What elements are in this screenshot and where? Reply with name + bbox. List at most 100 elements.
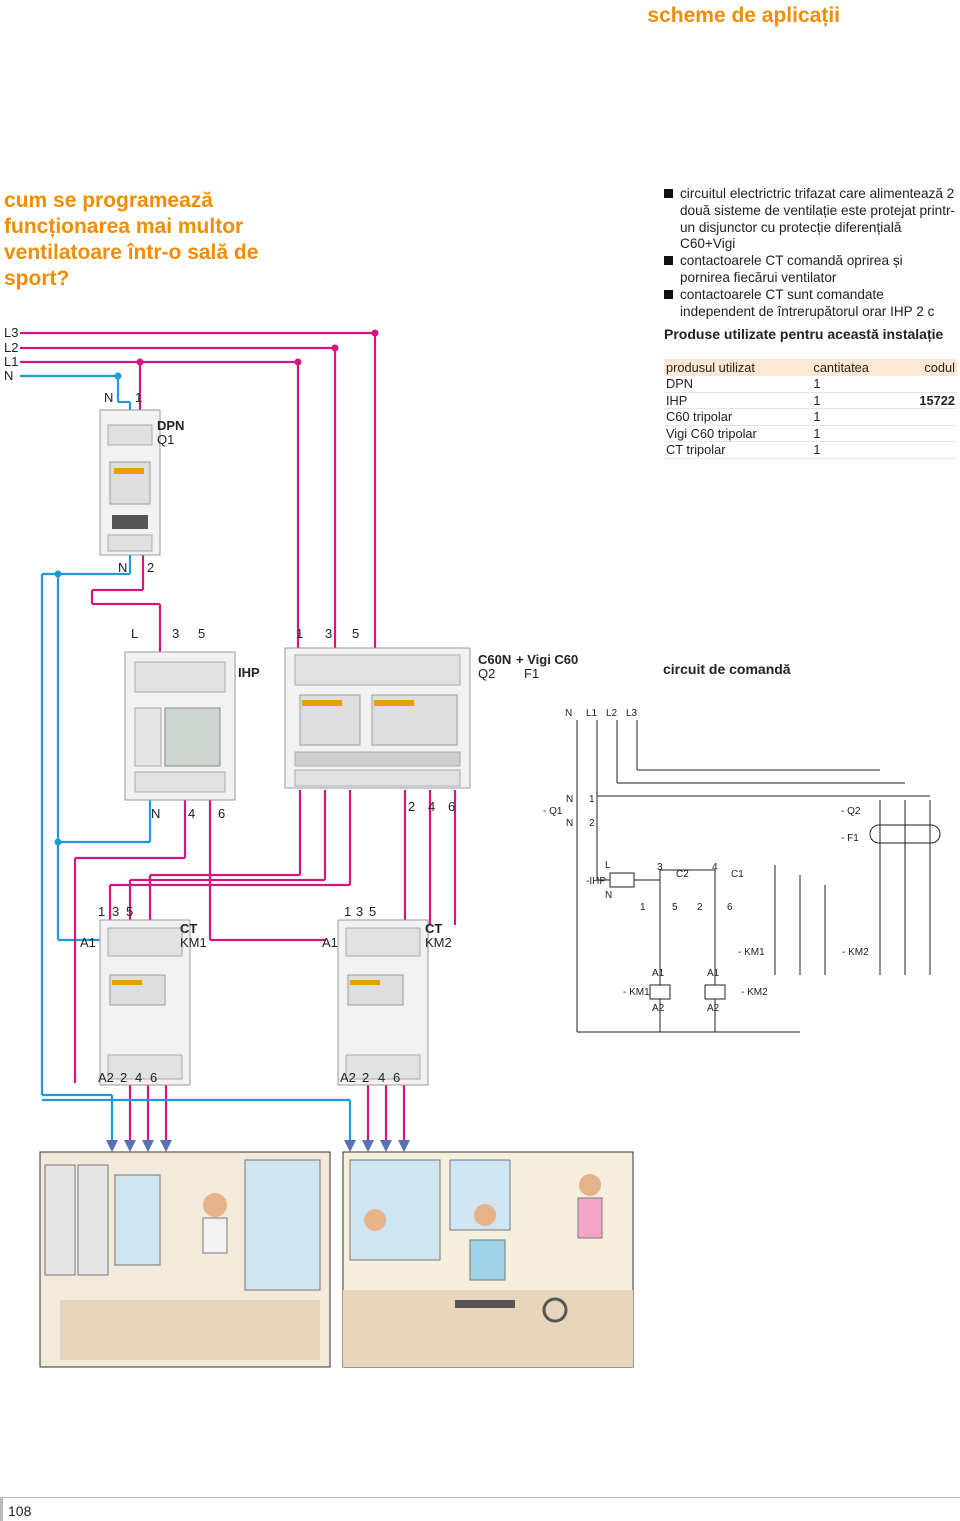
cc-km1: - KM1	[738, 947, 765, 958]
cc-l: L	[605, 860, 611, 871]
cc-km2: - KM2	[842, 947, 869, 958]
cc-km1-a2: A2	[652, 1003, 665, 1014]
description-list: circuitul electrictric trifazat care ali…	[664, 186, 956, 320]
cc-f1: - F1	[841, 833, 859, 844]
cc-ihp-4: 4	[712, 862, 718, 873]
cc-q1-2: 2	[589, 818, 595, 829]
ihp-in-5: 5	[198, 626, 206, 641]
cc-n: N	[605, 890, 613, 901]
c60-in-3: 3	[325, 626, 333, 641]
products-title: Produse utilizate pentru această instala…	[664, 326, 944, 342]
fan-arrows	[106, 1140, 410, 1152]
ct1-in-3: 3	[112, 904, 120, 919]
c60-in-1: 1	[296, 626, 304, 641]
c60-vigi-name: + Vigi C60	[516, 652, 579, 667]
dpn-in-1: 1	[135, 390, 143, 405]
ihp-name: IHP	[238, 665, 260, 680]
cc-bus-l2: L2	[606, 708, 618, 719]
bullet-square-icon	[664, 189, 673, 198]
page-number: 108	[8, 1503, 32, 1519]
ct2-coil-a1: A1	[322, 935, 338, 950]
cc-c1: C1	[731, 869, 744, 880]
col-code: codul	[895, 359, 957, 376]
ct2-out-2: 2	[362, 1070, 370, 1085]
c60-out-6: 6	[448, 799, 456, 814]
cc-q1-n-in: N	[566, 794, 574, 805]
col-quantity: cantitatea	[811, 359, 896, 376]
ct1-out-4: 4	[135, 1070, 143, 1085]
dpn-out-2: 2	[147, 560, 155, 575]
ct1-in-5: 5	[126, 904, 134, 919]
ct1-out-6: 6	[150, 1070, 158, 1085]
cc-km2-a2: A2	[707, 1003, 720, 1014]
ct1-coil-a2: A2	[98, 1070, 114, 1085]
ct1-ref: KM1	[180, 935, 207, 950]
cc-bus-n: N	[565, 708, 573, 719]
bullet-square-icon	[664, 256, 673, 266]
ihp-out-n: N	[151, 806, 161, 821]
ihp-out-4: 4	[188, 806, 196, 821]
c60-out-2: 2	[408, 799, 416, 814]
dpn-out-n: N	[118, 560, 128, 575]
cc-c2: C2	[676, 869, 689, 880]
ct-km1-device	[99, 919, 191, 1086]
description-item: contactoarele CT comandă oprirea și porn…	[664, 253, 956, 287]
cc-ihp-6: 6	[727, 902, 733, 913]
locker-room-illustration	[39, 1151, 331, 1368]
footer-rule	[0, 1497, 960, 1498]
dpn-device	[99, 409, 161, 556]
c60-vigi-device	[284, 647, 471, 789]
ct2-in-1: 1	[344, 904, 352, 919]
ct-km2-device	[337, 919, 429, 1086]
cc-ihp-1: 1	[640, 902, 646, 913]
ct2-coil-a2: A2	[340, 1070, 356, 1085]
label-l3: L3	[4, 325, 19, 340]
cc-bus-l1: L1	[586, 708, 598, 719]
cc-ihp-5: 5	[672, 902, 678, 913]
products-header-row: produsul utilizat cantitatea codul	[664, 359, 957, 376]
dpn-name: DPN	[157, 418, 185, 433]
ct2-ref: KM2	[425, 935, 452, 950]
col-product: produsul utilizat	[664, 359, 812, 376]
c60-ref-q: Q2	[478, 666, 496, 681]
cc-km2-coil: - KM2	[741, 987, 768, 998]
c60-ref-f: F1	[524, 666, 540, 681]
cc-km1-a1: A1	[652, 968, 665, 979]
description-item: circuitul electrictric trifazat care ali…	[664, 186, 956, 253]
cc-q1-n-out: N	[566, 818, 574, 829]
ct2-in-3: 3	[356, 904, 364, 919]
control-schematic	[576, 720, 941, 1033]
ct2-out-6: 6	[393, 1070, 401, 1085]
c60-name: C60N	[478, 652, 512, 667]
cc-bus-l3: L3	[626, 708, 638, 719]
ihp-in-3: 3	[172, 626, 180, 641]
ihp-out-6: 6	[218, 806, 226, 821]
ihp-in-l: L	[131, 626, 139, 641]
label-l2: L2	[4, 340, 19, 355]
cc-ihp: -IHP	[586, 876, 606, 887]
ct2-in-5: 5	[369, 904, 377, 919]
cc-q1-1: 1	[589, 794, 595, 805]
label-l1: L1	[4, 354, 19, 369]
cc-km1-coil: - KM1	[623, 987, 650, 998]
cc-q1: - Q1	[543, 806, 563, 817]
wire-junctions	[54, 329, 379, 846]
ihp-device	[124, 651, 236, 801]
cc-q2: - Q2	[841, 806, 861, 817]
dpn-ref: Q1	[157, 432, 175, 447]
cc-ihp-3: 3	[657, 862, 663, 873]
ct1-name: CT	[180, 921, 198, 936]
gym-illustration	[342, 1151, 634, 1368]
cc-ihp-2: 2	[697, 902, 703, 913]
ct1-in-1: 1	[98, 904, 106, 919]
description-item: contactoarele CT sunt comandate independ…	[664, 287, 956, 321]
ct1-coil-a1: A1	[80, 935, 96, 950]
ct1-out-2: 2	[120, 1070, 128, 1085]
question-heading: cum se programează funcționarea mai mult…	[4, 189, 259, 290]
